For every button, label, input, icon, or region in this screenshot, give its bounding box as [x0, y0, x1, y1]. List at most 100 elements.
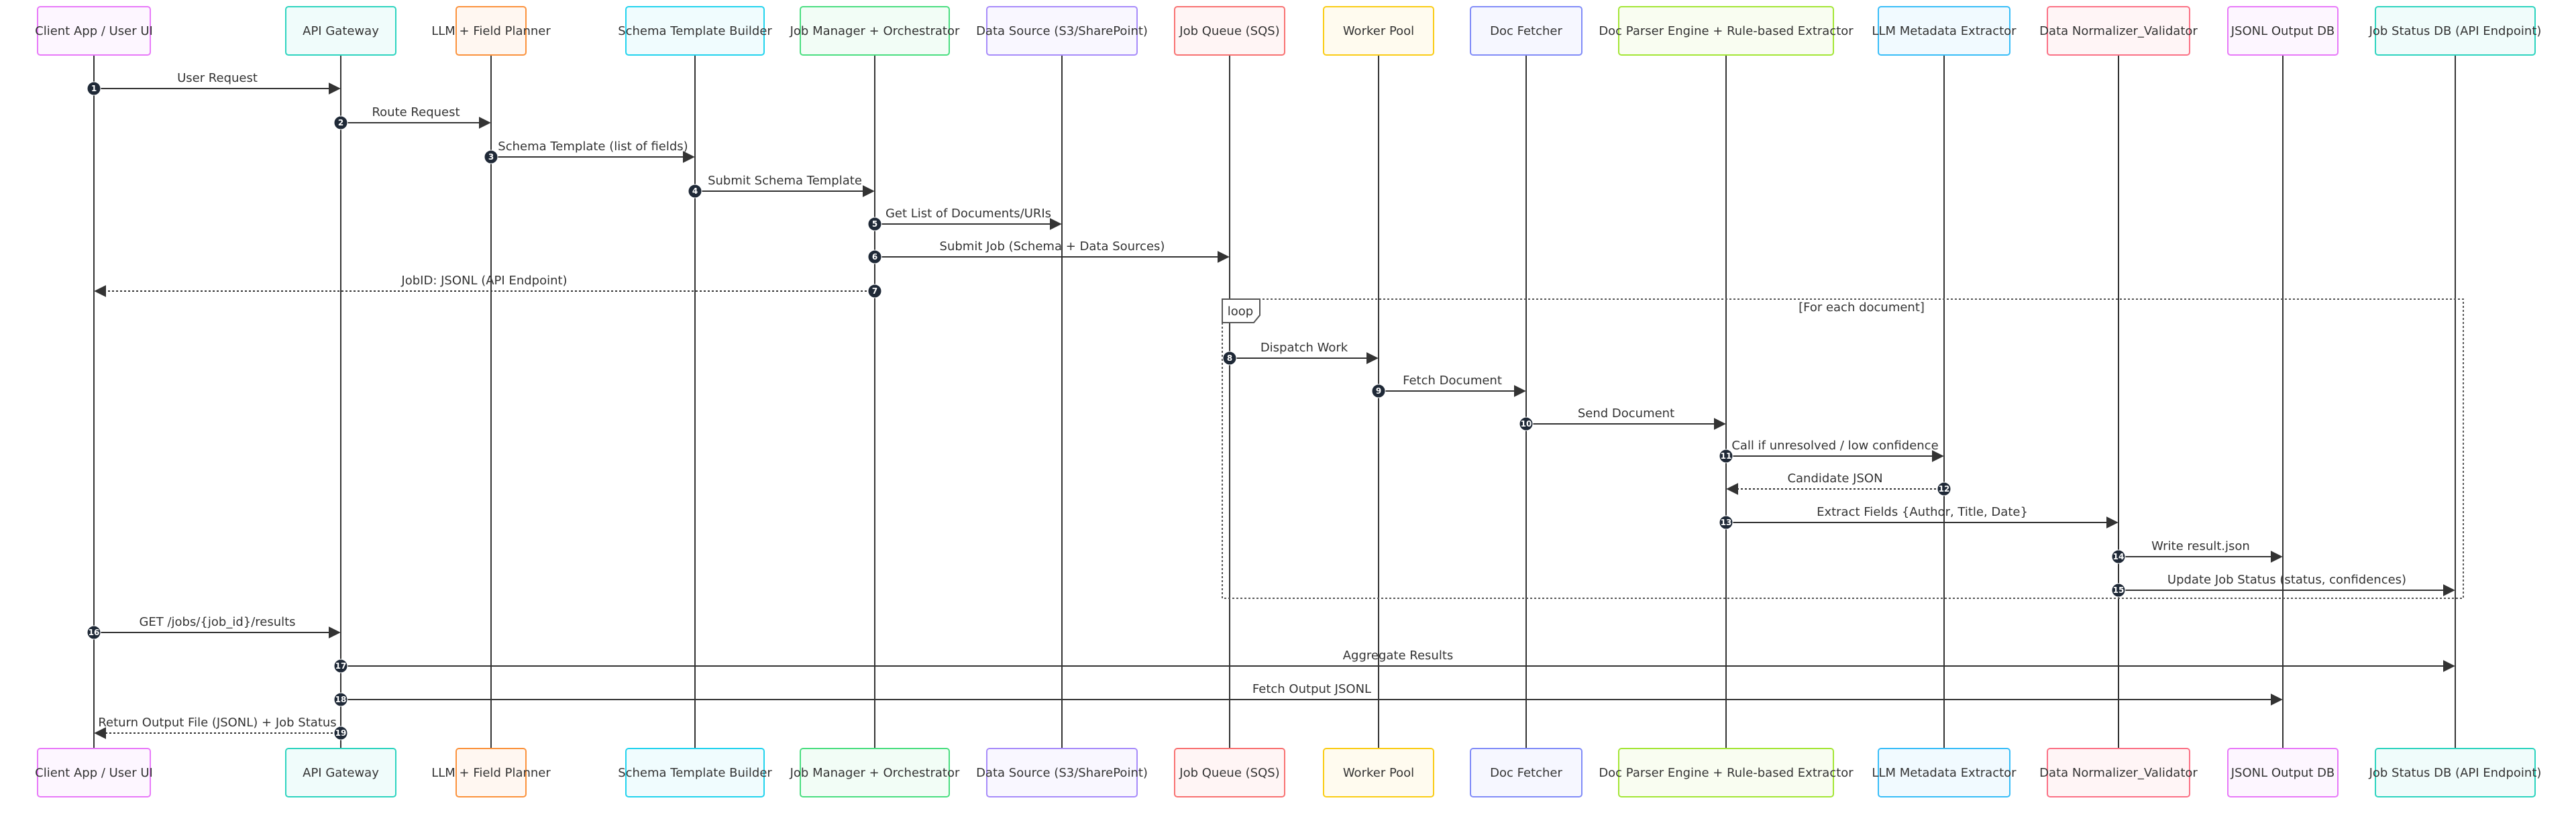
actor-normalizer-top: Data Normalizer_Validator: [2039, 6, 2198, 56]
actor-jobmgr-bottom: Job Manager + Orchestrator: [790, 748, 960, 797]
sequence-number: 4: [692, 186, 698, 196]
message-label: Aggregate Results: [1343, 649, 1454, 663]
actor-box: [625, 6, 765, 56]
message-label: Fetch Output JSONL: [1252, 682, 1371, 696]
actor-label: Job Status DB (API Endpoint): [2369, 766, 2542, 780]
loop-condition: [For each document]: [1799, 300, 1925, 315]
actor-box: [2227, 748, 2339, 797]
sequence-number-badge: [1371, 384, 1386, 398]
sequence-number-badge: [1222, 351, 1237, 366]
message-label: Fetch Document: [1403, 374, 1502, 388]
sequence-number: 8: [1227, 353, 1232, 363]
sequence-number-badge: [867, 284, 882, 298]
actor-label: Job Manager + Orchestrator: [790, 24, 960, 38]
actor-box: [1470, 6, 1582, 56]
actor-label: Client App / User UI: [35, 766, 153, 780]
actor-box: [625, 748, 765, 797]
message-label: JobID: JSONL (API Endpoint): [400, 274, 567, 288]
actor-parser-bottom: Doc Parser Engine + Rule-based Extractor: [1599, 748, 1854, 797]
message-19: Return Output File (JSONL) + Job Status1…: [94, 716, 348, 740]
sequence-number: 19: [335, 728, 347, 738]
message-8: Dispatch Work 8: [1222, 341, 1379, 366]
actor-box: [1174, 748, 1285, 797]
sequence-number: 13: [1721, 518, 1732, 527]
actor-box: [2375, 748, 2536, 797]
actor-datasource-bottom: Data Source (S3/SharePoint): [976, 748, 1148, 797]
actor-schema-top: Schema Template Builder: [618, 6, 772, 56]
actor-box: [1323, 748, 1434, 797]
actor-label: JSONL Output DB: [2231, 24, 2335, 38]
sequence-number-badge: [333, 726, 348, 740]
actor-box: [986, 748, 1138, 797]
actor-box: [800, 6, 950, 56]
sequence-number: 15: [2113, 586, 2125, 595]
actor-label: Data Normalizer_Validator: [2039, 766, 2198, 780]
lifelines: [93, 55, 2456, 749]
actor-queue-top: Job Queue (SQS): [1174, 6, 1285, 56]
sequence-number: 2: [338, 118, 343, 127]
actor-box: [455, 6, 527, 56]
message-17: Aggregate Results 17: [333, 649, 2455, 673]
actor-llmmeta-bottom: LLM Metadata Extractor: [1872, 748, 2017, 797]
actor-client-bottom: Client App / User UI: [35, 748, 153, 797]
sequence-number: 6: [872, 252, 877, 262]
sequence-number-badge: [87, 625, 101, 640]
message-label: Update Job Status (status, confidences): [2167, 573, 2406, 587]
actor-box: [986, 6, 1138, 56]
message-label: Send Document: [1578, 406, 1674, 421]
actor-box: [1470, 748, 1582, 797]
message-10: Send Document 10: [1519, 406, 1726, 431]
actor-schema-bottom: Schema Template Builder: [618, 748, 772, 797]
actor-box: [1174, 6, 1285, 56]
sequence-number-badge: [333, 659, 348, 673]
sequence-number-badge: [87, 81, 101, 96]
actor-label: Schema Template Builder: [618, 766, 772, 780]
actor-label: API Gateway: [303, 24, 379, 38]
actor-label: Worker Pool: [1343, 766, 1414, 780]
actor-label: Job Queue (SQS): [1179, 766, 1279, 780]
actor-label: Schema Template Builder: [618, 24, 772, 38]
message-label: Submit Schema Template: [708, 174, 862, 188]
sequence-number: 1: [91, 84, 97, 93]
loop-tab: [1222, 298, 1260, 323]
actor-box: [455, 748, 527, 797]
sequence-number: 17: [335, 661, 347, 671]
message-7: JobID: JSONL (API Endpoint)7: [94, 274, 882, 298]
actor-label: LLM + Field Planner: [431, 24, 551, 38]
message-label: Dispatch Work: [1260, 341, 1348, 355]
message-label: GET /jobs/{job_id}/results: [139, 615, 295, 629]
sequence-number-badge: [1519, 417, 1534, 431]
actor-queue-bottom: Job Queue (SQS): [1174, 748, 1285, 797]
actor-box: [285, 6, 396, 56]
sequence-number-badge: [1719, 515, 1733, 530]
sequence-number-badge: [2111, 549, 2126, 564]
message-4: Submit Schema Template 4: [688, 174, 875, 199]
actor-label: Job Manager + Orchestrator: [790, 766, 960, 780]
actor-label: LLM + Field Planner: [431, 766, 551, 780]
actor-jsonldb-top: JSONL Output DB: [2227, 6, 2339, 56]
sequence-number-badge: [333, 115, 348, 130]
actor-box: [1618, 748, 1834, 797]
actor-gateway-top: API Gateway: [285, 6, 396, 56]
actor-label: Data Normalizer_Validator: [2039, 24, 2198, 38]
sequence-number-badge: [688, 184, 702, 199]
sequence-number-badge: [1719, 449, 1733, 463]
sequence-number-badge: [484, 150, 498, 164]
sequence-number: 5: [872, 219, 877, 229]
actor-label: Worker Pool: [1343, 24, 1414, 38]
actor-workers-bottom: Worker Pool: [1323, 748, 1434, 797]
sequence-number-badge: [333, 692, 348, 707]
message-13: Extract Fields {Author, Title, Date}13: [1719, 505, 2118, 530]
actor-box: [37, 6, 151, 56]
sequence-number: 12: [1939, 484, 1950, 494]
sequence-number: 10: [1521, 419, 1532, 429]
